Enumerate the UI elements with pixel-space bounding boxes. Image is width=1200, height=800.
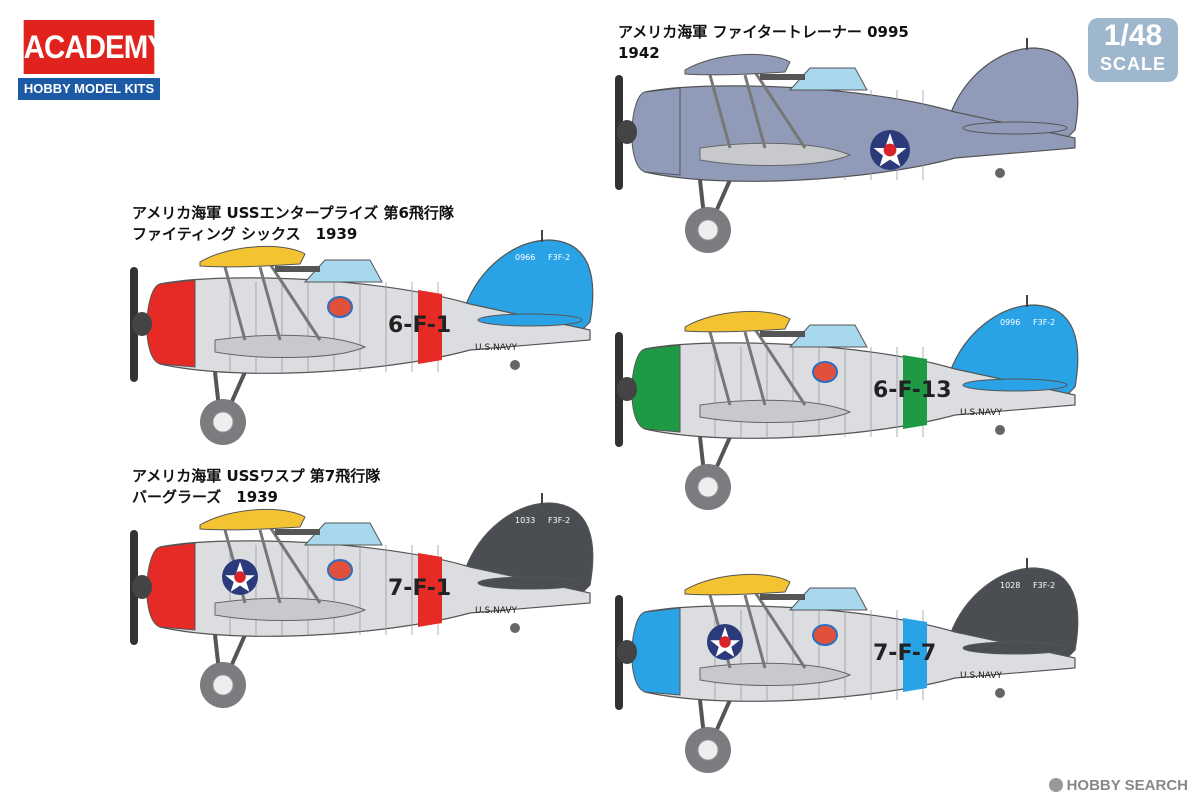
watermark-text: HOBBY SEARCH (1066, 777, 1188, 794)
tail-serial: 0966 (515, 253, 535, 262)
propeller-hub (132, 312, 152, 336)
caption-line: アメリカ海軍 USSエンタープライズ 第6飛行隊 (132, 204, 454, 222)
tail-serial: 1028 (1000, 581, 1020, 590)
horizontal-stabilizer (962, 121, 1068, 135)
fuselage-band (418, 290, 442, 364)
tail-wheel (995, 425, 1005, 435)
scale-badge: 1/48 SCALE (1088, 18, 1178, 82)
tail-wheel (510, 360, 520, 370)
tail-fin (949, 47, 1079, 141)
caption-livery-4: アメリカ海軍 USSワスプ 第7飛行隊 バーグラーズ 1939 (132, 466, 380, 508)
aircraft-illustration: 7-F-7U.S.NAVY 1028 F3F-2 (615, 558, 1079, 773)
wheel-hub (697, 219, 719, 241)
tail-serial: 0996 (1000, 318, 1020, 327)
nose-cowling (146, 279, 196, 368)
academy-logo: ACADEMY HOBBY MODEL KITS (18, 20, 167, 100)
tail-wheel (995, 688, 1005, 698)
aircraft-illustration: 6-F-1U.S.NAVY 0966 F3F-2 (130, 230, 594, 445)
tail-type: F3F-2 (548, 516, 570, 525)
machine-gun (275, 529, 320, 535)
caption-livery-1: アメリカ海軍 ファイタートレーナー 0995 1942 (618, 22, 909, 64)
tail-wheel (510, 623, 520, 633)
lower-wing (699, 399, 852, 423)
tail-fin (949, 567, 1079, 661)
squadron-emblem (327, 559, 353, 581)
caption-line: アメリカ海軍 USSワスプ 第7飛行隊 (132, 467, 381, 485)
tail-type: F3F-2 (1033, 581, 1055, 590)
machine-gun (760, 331, 805, 337)
tail-fin (464, 239, 594, 333)
wing-strut (708, 328, 807, 406)
upper-wing (684, 54, 791, 76)
lower-wing (214, 597, 367, 621)
horizontal-stabilizer (477, 576, 583, 590)
propeller-hub (132, 575, 152, 599)
fuselage-band (903, 355, 927, 429)
wing-strut (708, 71, 807, 149)
lower-wing (699, 142, 852, 166)
wheel-hub (212, 411, 234, 433)
navy-marking: U.S.NAVY (960, 671, 1002, 681)
fuselage-code: 6-F-1 (388, 313, 451, 338)
navy-marking: U.S.NAVY (475, 606, 517, 616)
tail-fin (464, 502, 594, 596)
watermark-logo-icon (1048, 778, 1063, 792)
lower-wing (214, 334, 367, 358)
scale-word: SCALE (1099, 54, 1166, 74)
horizontal-stabilizer (962, 641, 1068, 655)
fuselage-code: 7-F-7 (873, 641, 936, 666)
caption-line: バーグラーズ 1939 (132, 488, 278, 506)
fuselage-band (418, 553, 442, 627)
machine-gun (275, 266, 320, 272)
fuselage-band (903, 618, 927, 692)
aircraft-illustration: 6-F-13U.S.NAVY 0996 F3F-2 (615, 295, 1079, 510)
fuselage-code: 7-F-1 (388, 576, 451, 601)
tail-fin (949, 304, 1079, 398)
caption-livery-2: アメリカ海軍 USSエンタープライズ 第6飛行隊 ファイティング シックス 19… (132, 203, 454, 245)
upper-wing (199, 509, 306, 531)
nose-cowling (146, 542, 196, 631)
horizontal-stabilizer (477, 313, 583, 327)
squadron-emblem (812, 361, 838, 383)
navy-marking: U.S.NAVY (960, 408, 1002, 418)
tail-serial: 1033 (515, 516, 535, 525)
caption-line: ファイティング シックス 1939 (132, 225, 358, 243)
nose-cowling (631, 344, 681, 433)
lower-wing (699, 662, 852, 686)
squadron-emblem (812, 624, 838, 646)
caption-line: アメリカ海軍 ファイタートレーナー 0995 (618, 23, 909, 41)
machine-gun (760, 594, 805, 600)
machine-gun (760, 74, 805, 80)
brand-tagline: HOBBY MODEL KITS (18, 78, 160, 100)
nose-cowling (631, 87, 681, 176)
tail-type: F3F-2 (548, 253, 570, 262)
upper-wing (684, 311, 791, 333)
horizontal-stabilizer (962, 378, 1068, 392)
roundel-center (719, 636, 731, 648)
tail-type: F3F-2 (1033, 318, 1055, 327)
propeller-hub (617, 377, 637, 401)
aircraft-illustration: 7-F-1U.S.NAVY 1033 F3F-2 (130, 493, 594, 708)
brand-name: ACADEMY (23, 20, 167, 74)
navy-marking: U.S.NAVY (475, 343, 517, 353)
scale-ratio: 1/48 (1103, 19, 1163, 52)
wing-strut (223, 263, 322, 341)
upper-wing (199, 246, 306, 268)
wheel-hub (697, 476, 719, 498)
squadron-emblem (327, 296, 353, 318)
propeller-hub (617, 120, 637, 144)
tail-wheel (995, 168, 1005, 178)
watermark: HOBBY SEARCH (1048, 777, 1188, 794)
roundel-center (234, 571, 246, 583)
roundel-center (883, 143, 897, 157)
caption-line: 1942 (618, 44, 660, 62)
nose-cowling (631, 607, 681, 696)
upper-wing (684, 574, 791, 596)
propeller-hub (617, 640, 637, 664)
wheel-hub (697, 739, 719, 761)
aircraft-illustration (615, 38, 1079, 253)
wheel-hub (212, 674, 234, 696)
fuselage-code: 6-F-13 (873, 378, 952, 403)
